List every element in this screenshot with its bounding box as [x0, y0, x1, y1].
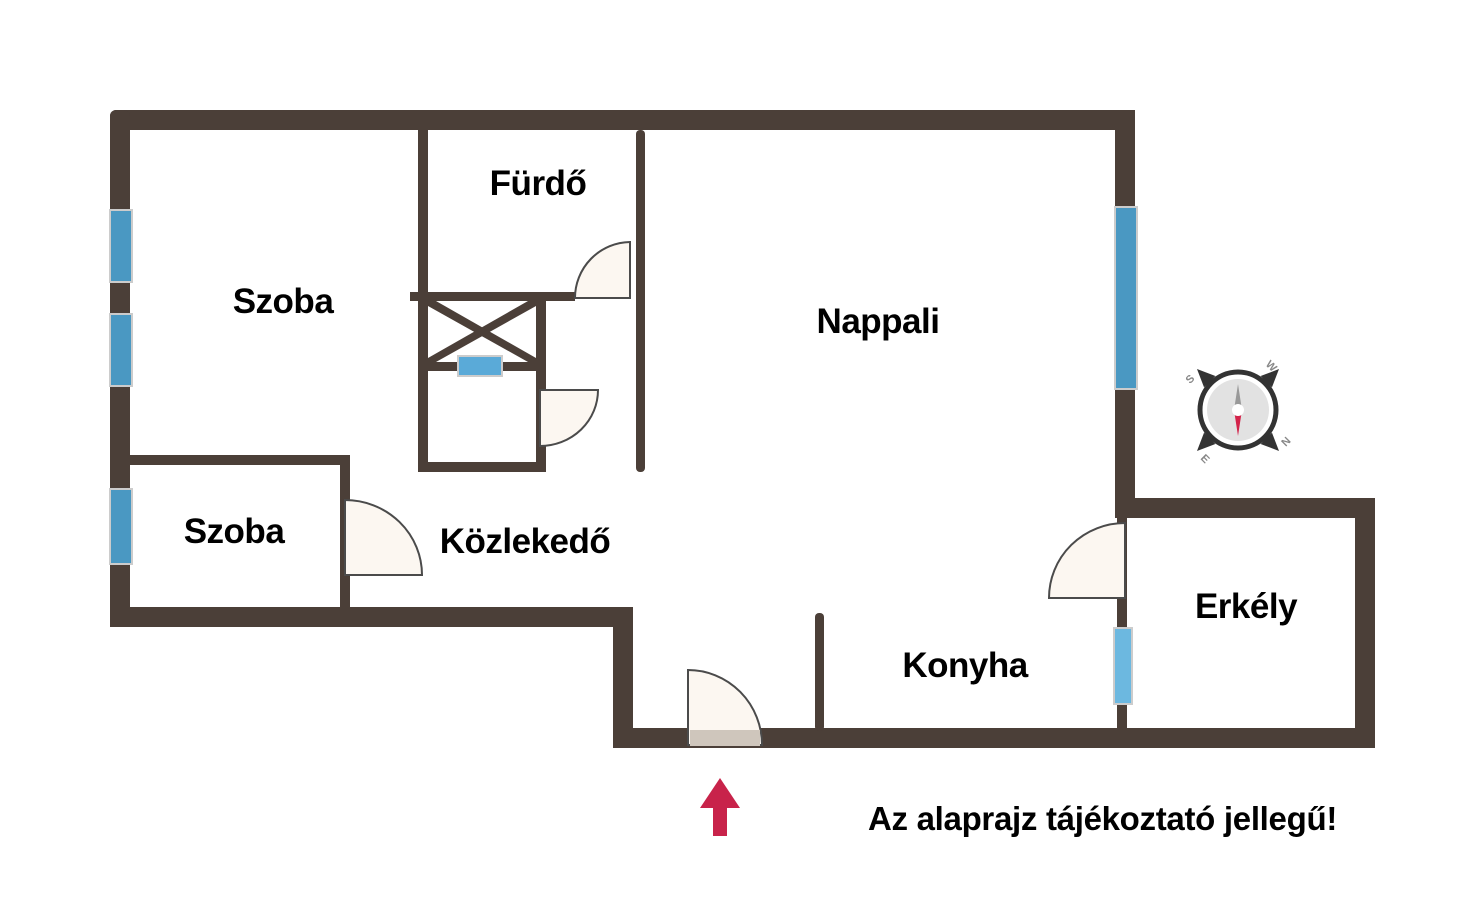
disclaimer-note: Az alaprajz tájékoztató jellegű!: [868, 800, 1338, 837]
room-label-kitchen: Konyha: [902, 646, 1028, 685]
room-label-bathroom: Fürdő: [489, 164, 587, 203]
room-label-bedroom-large: Szoba: [232, 282, 334, 321]
room-label-balcony: Erkély: [1194, 587, 1298, 626]
compass-s: S: [1184, 373, 1198, 387]
walls: [110, 110, 1375, 748]
entrance-arrow-icon: [700, 778, 740, 836]
compass-e: E: [1198, 452, 1212, 466]
room-label-bedroom-small: Szoba: [183, 512, 285, 551]
compass-icon: [1196, 368, 1280, 452]
doors: [344, 240, 1126, 746]
room-label-living-room: Nappali: [816, 302, 940, 341]
windows: [109, 206, 1138, 705]
room-label-hallway: Közlekedő: [439, 522, 611, 561]
compass-n: N: [1279, 435, 1293, 449]
